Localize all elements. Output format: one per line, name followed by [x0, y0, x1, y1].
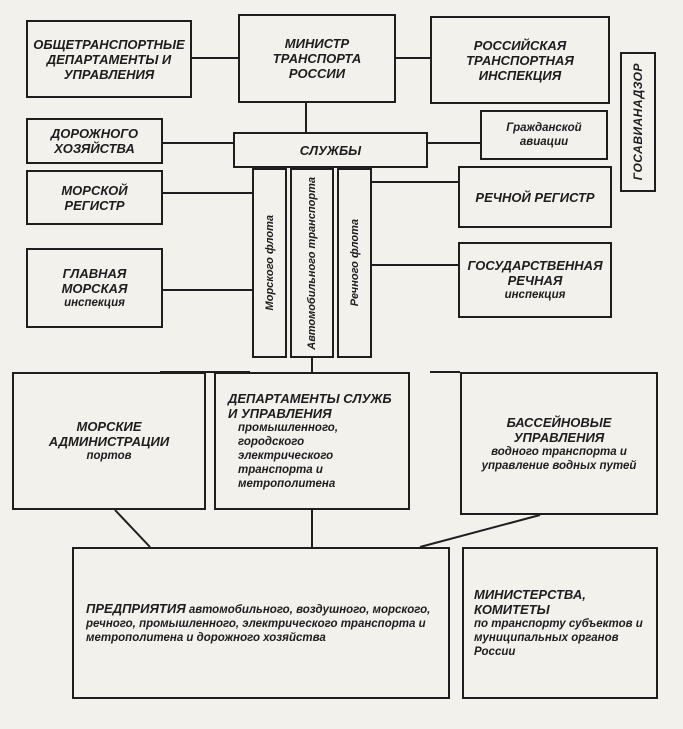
departments-box: ДЕПАРТАМЕНТЫ СЛУЖБ И УПРАВЛЕНИЯ промышле… — [214, 372, 410, 510]
general-departments-box: ОБЩЕТРАНСПОРТНЫЕ ДЕПАРТАМЕНТЫ И УПРАВЛЕН… — [26, 20, 192, 98]
river-register-label: РЕЧНОЙ РЕГИСТР — [475, 189, 595, 205]
vertical-service-maritime: Морского флота — [252, 168, 287, 358]
river-register-box: РЕЧНОЙ РЕГИСТР — [458, 166, 612, 228]
gosavianadzor-box: ГОСАВИАНАДЗОР — [620, 52, 656, 192]
gosavianadzor-label: ГОСАВИАНАДЗОР — [631, 63, 645, 181]
basin-box: БАССЕЙНОВЫЕ УПРАВЛЕНИЯ водного транспорт… — [460, 372, 658, 515]
departments-sub: промышленного, городского электрического… — [238, 422, 339, 490]
departments-title: ДЕПАРТАМЕНТЫ СЛУЖБ И УПРАВЛЕНИЯ — [228, 391, 392, 421]
maritime-admin-sub: портов — [86, 450, 132, 462]
general-departments-label: ОБЩЕТРАНСПОРТНЫЕ ДЕПАРТАМЕНТЫ И УПРАВЛЕН… — [33, 36, 185, 82]
maritime-admin-title: МОРСКИЕ АДМИНИСТРАЦИИ — [48, 419, 170, 449]
main-maritime-sub: инспекция — [64, 297, 125, 309]
maritime-register-label: МОРСКОЙ РЕГИСТР — [61, 182, 128, 213]
basin-sub: водного транспорта и управление водных п… — [481, 445, 637, 472]
enterprises-title: ПРЕДПРИЯТИЯ — [86, 601, 186, 616]
road-economy-box: ДОРОЖНОГО ХОЗЯЙСТВА — [26, 118, 163, 164]
ministry-box: МИНИСТР ТРАНСПОРТА РОССИИ — [238, 14, 396, 103]
vertical-service-river-label: Речного флота — [348, 219, 361, 307]
enterprises-text: ПРЕДПРИЯТИЯ автомобильного, воздушного, … — [86, 601, 436, 645]
ministries-box: МИНИСТЕРСТВА, КОМИТЕТЫ по транспорту суб… — [462, 547, 658, 699]
state-river-title: ГОСУДАРСТВЕННАЯ РЕЧНАЯ — [467, 258, 603, 288]
road-economy-label: ДОРОЖНОГО ХОЗЯЙСТВА — [50, 126, 139, 156]
maritime-register-box: МОРСКОЙ РЕГИСТР — [26, 170, 163, 225]
main-maritime-box: ГЛАВНАЯ МОРСКАЯ инспекция — [26, 248, 163, 328]
russian-inspection-label: РОССИЙСКАЯ ТРАНСПОРТНАЯ ИНСПЕКЦИЯ — [466, 37, 574, 83]
vertical-service-maritime-label: Морского флота — [263, 215, 276, 311]
civil-aviation-label: Гражданской авиации — [506, 122, 582, 148]
maritime-admin-box: МОРСКИЕ АДМИНИСТРАЦИИ портов — [12, 372, 206, 510]
connector-basin-down — [419, 514, 541, 548]
ministries-title: МИНИСТЕРСТВА, КОМИТЕТЫ — [474, 587, 586, 617]
vertical-service-auto: Автомобильного транспорта — [290, 168, 334, 358]
services-box: СЛУЖБЫ — [233, 132, 428, 168]
main-maritime-title: ГЛАВНАЯ МОРСКАЯ — [61, 266, 128, 296]
ministries-sub: по транспорту субъектов и муниципальных … — [474, 618, 643, 658]
vertical-service-river: Речного флота — [337, 168, 372, 358]
vertical-service-auto-label: Автомобильного транспорта — [306, 176, 318, 350]
services-label: СЛУЖБЫ — [299, 142, 362, 158]
enterprises-box: ПРЕДПРИЯТИЯ автомобильного, воздушного, … — [72, 547, 450, 699]
connector-maritime-admin-down — [114, 509, 151, 548]
state-river-box: ГОСУДАРСТВЕННАЯ РЕЧНАЯ инспекция — [458, 242, 612, 318]
state-river-sub: инспекция — [504, 289, 566, 301]
ministry-label: МИНИСТР ТРАНСПОРТА РОССИИ — [272, 36, 362, 81]
basin-title: БАССЕЙНОВЫЕ УПРАВЛЕНИЯ — [506, 414, 612, 445]
enterprises-sub: автомобильного, воздушного, морского, ре… — [86, 604, 431, 644]
civil-aviation-box: Гражданской авиации — [480, 110, 608, 160]
russian-inspection-box: РОССИЙСКАЯ ТРАНСПОРТНАЯ ИНСПЕКЦИЯ — [430, 16, 610, 104]
